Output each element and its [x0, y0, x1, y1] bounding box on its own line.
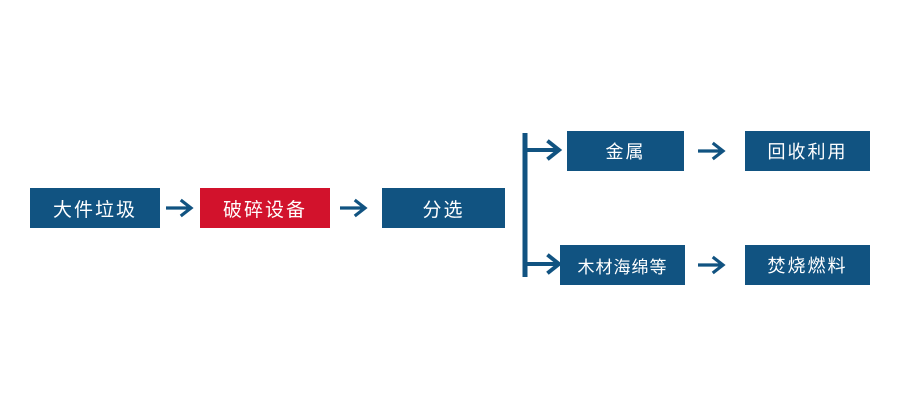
arrow-right-icon	[698, 253, 728, 277]
arrow-right-icon	[698, 139, 728, 163]
node-crusher-equipment[interactable]: 破碎设备	[200, 188, 330, 228]
node-sorting[interactable]: 分选	[382, 188, 505, 228]
branch-connector	[516, 125, 576, 290]
node-wood-sponge[interactable]: 木材海绵等	[560, 245, 685, 285]
node-bulky-waste[interactable]: 大件垃圾	[30, 188, 160, 228]
arrow-right-icon	[166, 196, 196, 220]
arrow-right-icon	[340, 196, 370, 220]
node-metal[interactable]: 金属	[567, 131, 684, 171]
node-recycle-reuse[interactable]: 回收利用	[745, 131, 870, 171]
node-incineration-fuel[interactable]: 焚烧燃料	[745, 245, 870, 285]
